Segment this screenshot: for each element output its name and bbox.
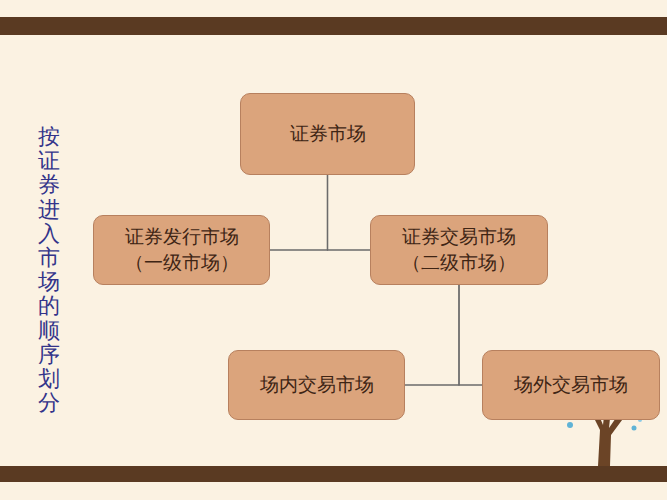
connector — [459, 285, 482, 385]
box-text: 证券市场 — [290, 121, 366, 147]
box-text: （一级市场） — [125, 250, 239, 276]
connector — [328, 175, 371, 250]
process-box: 场内交易市场 — [228, 350, 405, 420]
box-text: 证券发行市场 — [125, 224, 239, 250]
process-box: 证券交易市场（二级市场） — [370, 215, 548, 285]
box-text: 场内交易市场 — [260, 372, 374, 398]
box-text: 证券交易市场 — [402, 224, 516, 250]
box-text: 场外交易市场 — [514, 372, 628, 398]
connector — [405, 285, 459, 385]
process-box: 证券市场 — [240, 93, 415, 175]
box-text: （二级市场） — [402, 250, 516, 276]
vertical-label: 按证券进入市场的顺序划分 — [38, 125, 60, 415]
top-band — [0, 17, 667, 35]
process-box: 证券发行市场（一级市场） — [93, 215, 270, 285]
connector — [270, 175, 328, 250]
process-box: 场外交易市场 — [482, 350, 660, 420]
bottom-band — [0, 466, 667, 482]
